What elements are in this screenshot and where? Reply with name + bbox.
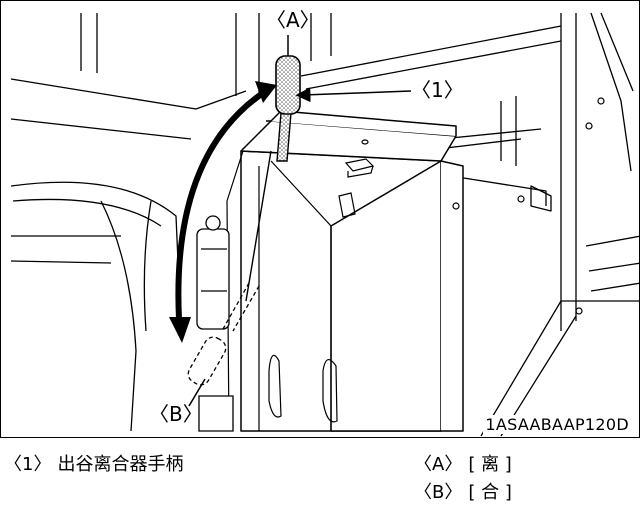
technical-illustration: 〈A〉 〈1〉 〈B〉 1ASAABAAP120D [0,0,640,438]
swing-arrow [175,86,271,320]
legend-position-b-marker: 〈B〉 [414,482,463,503]
legend-item-1-text: 出谷离合器手柄 [57,454,184,475]
callout-a: 〈A〉 [266,8,320,32]
callout-1: 〈1〉 [411,78,464,102]
figure-code: 1ASAABAAP120D [483,415,631,434]
lever-handle-b-ghost [187,282,260,386]
callout-b: 〈B〉 [149,402,203,426]
legend-position-a-text: [ 离 ] [468,454,512,475]
legend-item-1: 〈1〉出谷离合器手柄 [4,454,183,476]
legend-position-b-text: [ 合 ] [468,482,512,503]
legend-position-a: 〈A〉[ 离 ] [414,454,512,476]
legend-position-b: 〈B〉[ 合 ] [414,482,512,504]
legend-position-a-marker: 〈A〉 [414,454,463,475]
legend-item-1-marker: 〈1〉 [4,454,52,475]
lever-handle-a [275,55,301,115]
lever-line-drawing [10,12,639,437]
